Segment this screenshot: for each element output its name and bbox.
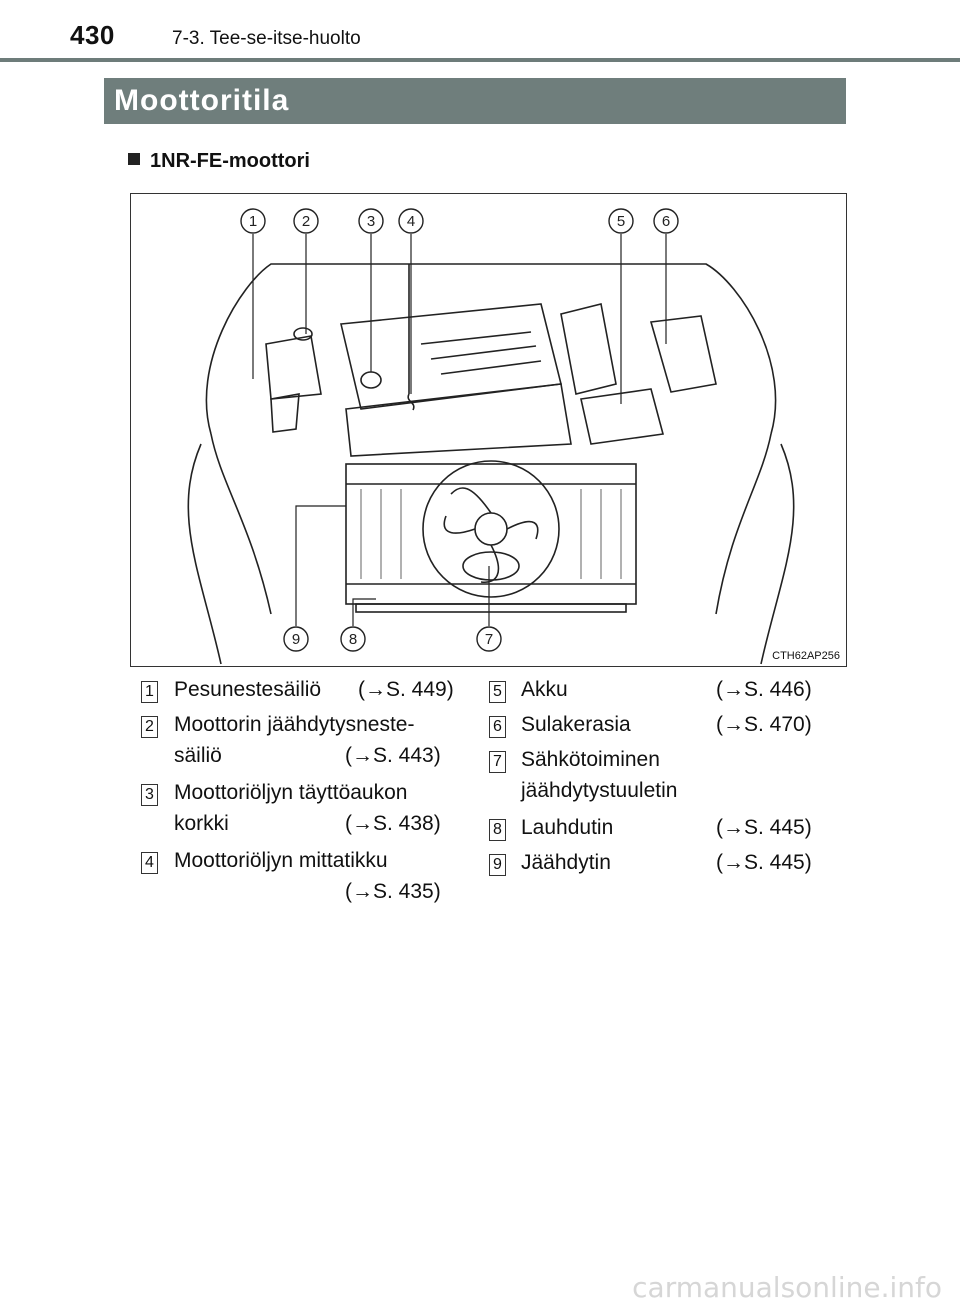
callout-9-circle [283, 626, 309, 652]
header-rule [0, 58, 960, 62]
hood-outline [205, 263, 777, 435]
watermark: carmanualsonline.info [632, 1271, 942, 1304]
legend-page-ref: (→S. 443) [345, 744, 441, 767]
legend-page-ref: (→S. 449) [358, 678, 454, 701]
legend-page-ref: (→S. 445) [716, 851, 812, 874]
section-banner: Moottoritila [104, 78, 846, 124]
legend-page-ref: (→S. 435) [345, 880, 441, 903]
figure-code: CTH62AP256 [772, 650, 840, 662]
legend-label: Moottoriöljyn mittatikku [174, 849, 388, 872]
engine-lower [345, 383, 572, 457]
legend-label: Pesunestesäiliö [174, 678, 322, 701]
legend-page-ref: (→S. 446) [716, 678, 812, 701]
legend-number: 3 [141, 784, 158, 806]
page-number: 430 [70, 20, 115, 50]
chapter-title: 7-3. Tee-se-itse-huolto [172, 28, 361, 49]
callout-6-circle [653, 208, 679, 234]
callout-7-label: 7 [485, 631, 493, 648]
callout-4-label: 4 [407, 213, 415, 230]
legend-number: 6 [489, 716, 506, 738]
square-bullet-icon [128, 153, 140, 165]
legend-label: korkki [174, 812, 229, 835]
legend-label: Sulakerasia [521, 713, 631, 736]
subsection-title: 1NR-FE-moottori [150, 150, 310, 172]
battery [580, 388, 665, 445]
legend-label: säiliö [174, 744, 222, 767]
washer-tank [265, 335, 322, 400]
callout-1-circle [240, 208, 266, 234]
legend-number: 7 [489, 751, 506, 773]
callout-8-label: 8 [349, 631, 357, 648]
callout-6-label: 6 [662, 213, 670, 230]
oil-filler-cap [360, 371, 382, 389]
washer-cap [293, 327, 313, 341]
callout-1-label: 1 [249, 213, 257, 230]
engine-bay-illustration: 1 2 3 4 5 6 7 8 9 [187, 208, 795, 665]
legend-number: 2 [141, 716, 158, 738]
callout-3-circle [358, 208, 384, 234]
legend-number: 9 [489, 854, 506, 876]
legend-page-ref: (→S. 470) [716, 713, 812, 736]
legend-number: 4 [141, 852, 158, 874]
subsection-heading: 1NR-FE-moottori [128, 150, 310, 173]
callout-9-label: 9 [292, 631, 300, 648]
legend-page-ref: (→S. 438) [345, 812, 441, 835]
coolant-reservoir [270, 393, 300, 433]
callout-3-label: 3 [367, 213, 375, 230]
legend-label: Akku [521, 678, 568, 701]
callout-2-label: 2 [302, 213, 310, 230]
legend-number: 1 [141, 681, 158, 703]
legend-label: Moottoriöljyn täyttöaukon [174, 781, 408, 804]
fuse-box [649, 315, 717, 393]
engine-bay-figure: 1 2 3 4 5 6 7 8 9 CTH62AP256 [130, 193, 847, 667]
legend-label: Sähkötoiminen [521, 748, 660, 771]
left-fender [187, 433, 272, 665]
legend-label: Lauhdutin [521, 816, 614, 839]
legend-number: 5 [489, 681, 506, 703]
legend-label: Moottorin jäähdytysneste- [174, 713, 415, 736]
legend-label: jäähdytystuuletin [521, 779, 678, 802]
radiator [345, 463, 637, 605]
callout-5-label: 5 [617, 213, 625, 230]
air-filter [560, 303, 617, 395]
right-fender [715, 433, 795, 665]
cooling-fan [422, 460, 560, 598]
callout-8-circle [340, 626, 366, 652]
oil-dipstick [407, 264, 415, 411]
condenser [355, 603, 627, 613]
legend-number: 8 [489, 819, 506, 841]
legend-label: Jäähdytin [521, 851, 611, 874]
callout-7-circle [476, 626, 502, 652]
callout-5-circle [608, 208, 634, 234]
callout-2-circle [293, 208, 319, 234]
callout-4-circle [398, 208, 424, 234]
legend-page-ref: (→S. 445) [716, 816, 812, 839]
